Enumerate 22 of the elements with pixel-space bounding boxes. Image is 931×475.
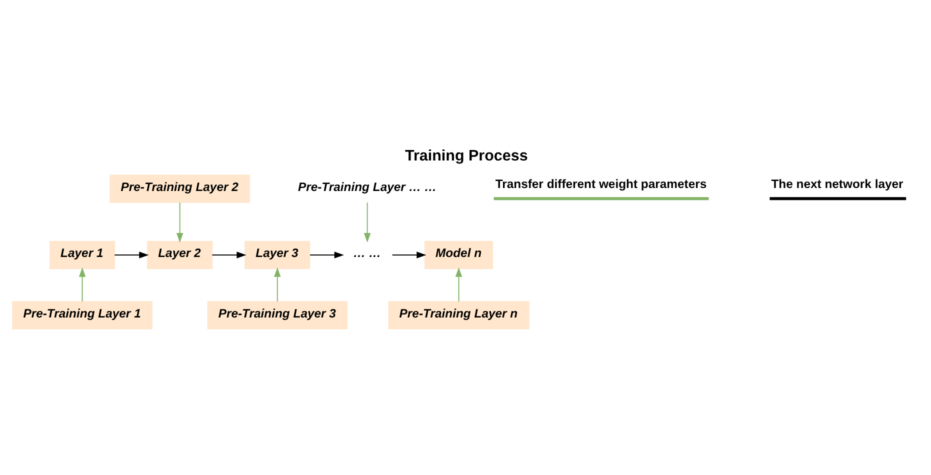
- arrow: [309, 252, 344, 258]
- arrow: [363, 202, 370, 243]
- arrow: [211, 252, 246, 258]
- arrow: [274, 267, 280, 302]
- arrow: [176, 202, 183, 243]
- legend-label: Transfer different weight parameters: [494, 176, 706, 191]
- node-box: Pre-Training Layer n: [388, 301, 529, 330]
- node-box: Pre-Training Layer 2: [109, 174, 250, 203]
- node-box: Model n: [424, 240, 493, 270]
- node-text: Pre-Training Layer … …: [297, 180, 436, 194]
- node-box: Layer 1: [49, 240, 115, 270]
- node-box: Layer 2: [146, 240, 212, 270]
- node-box: Pre-Training Layer 3: [206, 301, 347, 330]
- node-text: … …: [352, 246, 380, 260]
- legend-label: The next network layer: [770, 176, 903, 191]
- arrow: [114, 252, 148, 258]
- arrow: [454, 267, 462, 302]
- arrow: [391, 252, 426, 258]
- arrow: [78, 267, 86, 302]
- node-box: Layer 3: [244, 240, 310, 270]
- diagram-title: Training Process: [404, 148, 528, 165]
- node-box: Pre-Training Layer 1: [12, 301, 152, 330]
